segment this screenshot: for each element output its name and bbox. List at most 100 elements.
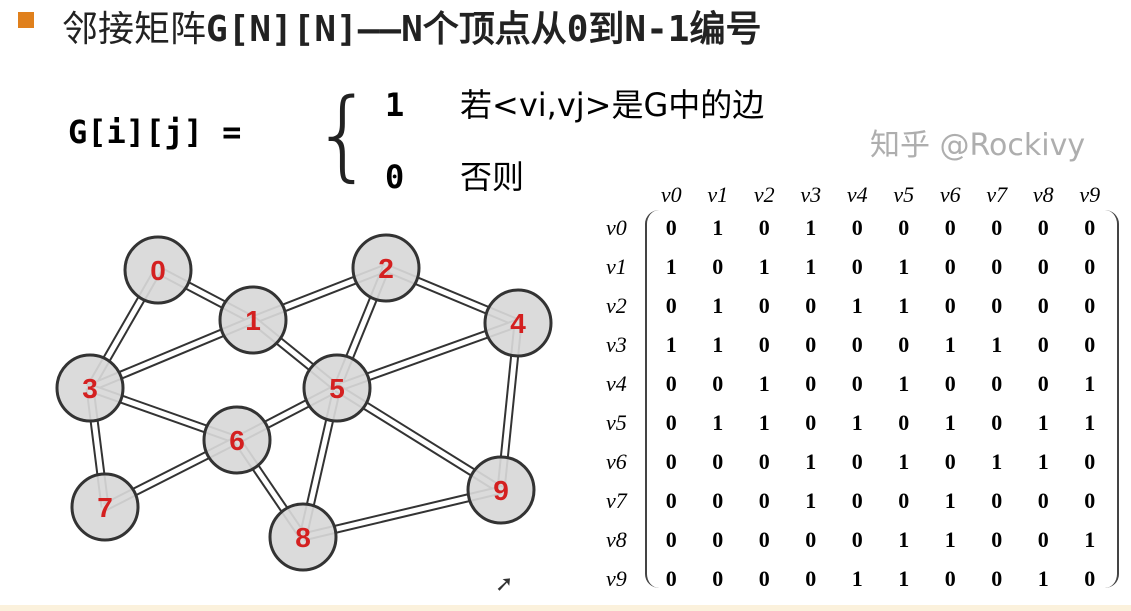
matrix-cell: 0 <box>712 565 724 591</box>
matrix-cell: 0 <box>758 487 770 513</box>
matrix-cell: 0 <box>991 565 1003 591</box>
graph-node <box>268 502 338 572</box>
matrix-cell: 1 <box>898 253 910 279</box>
brace: { <box>312 78 375 192</box>
row-label: v3 <box>606 331 627 357</box>
matrix-cell: 0 <box>1037 370 1049 396</box>
matrix-cell: 0 <box>665 565 677 591</box>
column-header: v6 <box>939 182 961 207</box>
column-header: v0 <box>660 182 682 207</box>
node-label: 8 <box>295 522 311 553</box>
matrix-cell: 0 <box>1084 331 1096 357</box>
node-label: 5 <box>329 373 345 404</box>
matrix-cell: 0 <box>805 370 817 396</box>
row-label: v2 <box>606 292 627 318</box>
matrix-cell: 0 <box>712 253 724 279</box>
graph-node <box>218 285 288 355</box>
matrix-cell: 0 <box>805 526 817 552</box>
node-label: 9 <box>493 475 509 506</box>
matrix-cell: 0 <box>851 331 863 357</box>
matrix-cell: 0 <box>1037 526 1049 552</box>
matrix-cell: 0 <box>944 565 956 591</box>
matrix-cell: 1 <box>991 448 1003 474</box>
matrix-cell: 0 <box>1084 448 1096 474</box>
row-label: v9 <box>606 565 627 591</box>
matrix-cell: 1 <box>851 565 863 591</box>
column-header: v8 <box>1032 182 1054 207</box>
graph-node <box>123 235 193 305</box>
column-header: v9 <box>1079 182 1101 207</box>
row-label: v0 <box>606 214 627 240</box>
matrix-cell: 0 <box>758 214 770 240</box>
matrix-cell: 1 <box>898 370 910 396</box>
matrix-cell: 1 <box>991 331 1003 357</box>
matrix-cell: 0 <box>1084 565 1096 591</box>
matrix-cell: 0 <box>851 448 863 474</box>
matrix-cell: 0 <box>944 253 956 279</box>
row-label: v1 <box>606 253 627 279</box>
matrix-cell: 1 <box>898 565 910 591</box>
matrix-cell: 0 <box>991 253 1003 279</box>
node-label: 0 <box>150 255 166 286</box>
matrix-cell: 0 <box>758 292 770 318</box>
node-label: 7 <box>97 492 113 523</box>
matrix-cell: 1 <box>712 292 724 318</box>
matrix-cell: 1 <box>758 409 770 435</box>
matrix-cell: 0 <box>1084 253 1096 279</box>
mouse-cursor-icon: ➚ <box>495 572 514 597</box>
matrix-cell: 1 <box>805 487 817 513</box>
node-label: 3 <box>82 373 98 404</box>
matrix-cell: 1 <box>898 526 910 552</box>
watermark: 知乎 @Rockivy <box>870 128 1086 163</box>
graph-node <box>302 353 372 423</box>
matrix-cell: 0 <box>805 292 817 318</box>
matrix-cell: 0 <box>758 565 770 591</box>
matrix-cell: 1 <box>665 253 677 279</box>
matrix-cell: 1 <box>1084 370 1096 396</box>
matrix-cell: 0 <box>1037 253 1049 279</box>
row-label: v8 <box>606 526 627 552</box>
footer-strip <box>0 605 1131 611</box>
matrix-cell: 1 <box>805 448 817 474</box>
matrix-cell: 0 <box>665 214 677 240</box>
matrix-cell: 0 <box>665 526 677 552</box>
graph-node <box>202 405 272 475</box>
row-label: v7 <box>606 487 627 513</box>
matrix-cell: 1 <box>665 331 677 357</box>
matrix-cell: 0 <box>712 487 724 513</box>
matrix-cell: 0 <box>665 292 677 318</box>
matrix-cell: 0 <box>991 487 1003 513</box>
matrix-cell: 0 <box>1084 214 1096 240</box>
matrix-cell: 0 <box>1037 292 1049 318</box>
matrix-cell: 1 <box>1084 409 1096 435</box>
matrix-cell: 1 <box>1084 526 1096 552</box>
column-header: v4 <box>846 182 868 207</box>
matrix-cell: 1 <box>851 409 863 435</box>
column-header: v1 <box>707 182 729 207</box>
matrix-cell: 1 <box>805 253 817 279</box>
column-header: v3 <box>800 182 822 207</box>
matrix-cell: 1 <box>758 253 770 279</box>
matrix-cell: 0 <box>1084 487 1096 513</box>
node-label: 4 <box>510 308 526 339</box>
matrix-cell: 0 <box>665 448 677 474</box>
matrix-cell: 0 <box>1084 292 1096 318</box>
matrix-cell: 0 <box>758 448 770 474</box>
matrix-cell: 0 <box>991 370 1003 396</box>
matrix-cell: 0 <box>712 526 724 552</box>
matrix-cell: 1 <box>898 448 910 474</box>
slide-title: 邻接矩阵G[N][N]——N个顶点从0到N-1编号 <box>62 9 762 50</box>
graph-node <box>466 455 536 525</box>
matrix-cell: 0 <box>758 526 770 552</box>
matrix-cell: 0 <box>851 526 863 552</box>
matrix-cell: 1 <box>944 487 956 513</box>
matrix-cell: 0 <box>991 409 1003 435</box>
